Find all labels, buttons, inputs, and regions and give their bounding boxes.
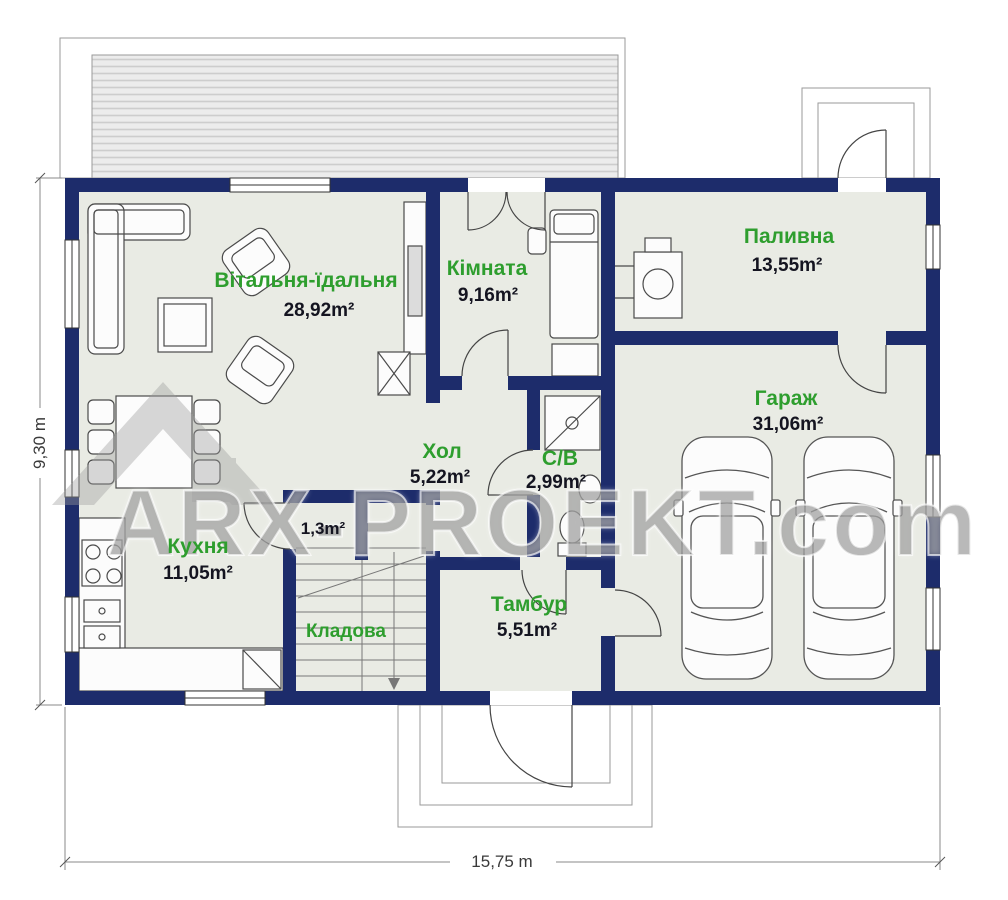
chair xyxy=(87,429,115,455)
dining-table xyxy=(115,395,193,489)
chair xyxy=(87,399,115,425)
dimension-height-label: 9,30 m xyxy=(30,417,49,469)
dimension-lines xyxy=(34,172,946,870)
bathroom-fixtures xyxy=(544,395,602,557)
room-label-living-name: Вітальня-їдальня xyxy=(214,269,398,292)
kitchen-sink xyxy=(83,599,121,623)
nightstand xyxy=(527,227,547,255)
room-label-hall-area: 5,22m² xyxy=(409,467,471,488)
room-label-boiler-name: Паливна xyxy=(743,225,835,248)
room-label-hall-name: Хол xyxy=(422,440,462,463)
terrace-area xyxy=(59,37,626,179)
boiler-unit xyxy=(615,237,683,319)
stove xyxy=(81,539,123,587)
stairs-direction-arrow xyxy=(388,678,400,690)
room-label-living-area: 28,92m² xyxy=(283,300,355,321)
door-openings xyxy=(283,178,886,705)
room-label-kitchen-area: 11,05m² xyxy=(163,563,233,584)
room-label-pantry-name: Кладова xyxy=(306,621,386,642)
chair xyxy=(193,399,221,425)
car xyxy=(673,436,781,680)
armchair xyxy=(225,335,295,405)
room-label-closet-area: 1,3m² xyxy=(300,519,346,538)
room-label-garage-name: Гараж xyxy=(754,387,818,410)
room-label-kitchen-name: Кухня xyxy=(167,535,229,558)
chair xyxy=(193,429,221,455)
chair xyxy=(87,459,115,485)
room-label-bedroom-name: Кімната xyxy=(446,257,528,280)
staircase xyxy=(296,547,426,691)
watermark-text: ARX-PROEKT.com xyxy=(106,469,980,576)
room-label-bedroom-area: 9,16m² xyxy=(457,285,519,306)
watermark-house-logo xyxy=(52,382,274,505)
coffee-table xyxy=(157,297,213,353)
door-swings xyxy=(243,129,887,788)
room-label-vestibule-area: 5,51m² xyxy=(496,620,558,641)
car xyxy=(795,436,903,680)
living-room-furniture xyxy=(87,201,427,489)
bedroom-furniture xyxy=(527,209,599,377)
room-label-boiler-area: 13,55m² xyxy=(751,255,823,276)
dimension-width-label: 15,75 m xyxy=(461,852,543,872)
room-label-vestibule-name: Тамбур xyxy=(490,593,568,616)
room-label-bathroom-name: С/В xyxy=(541,447,579,470)
chair xyxy=(193,459,221,485)
garage-porch xyxy=(801,87,931,179)
armchair xyxy=(221,227,291,297)
room-label-garage-area: 31,06m² xyxy=(752,414,824,435)
room-label-bathroom-area: 2,99m² xyxy=(525,472,587,493)
desk xyxy=(551,343,599,377)
windows xyxy=(64,177,941,706)
entrance-porch xyxy=(397,704,653,828)
fireplace xyxy=(377,351,411,396)
